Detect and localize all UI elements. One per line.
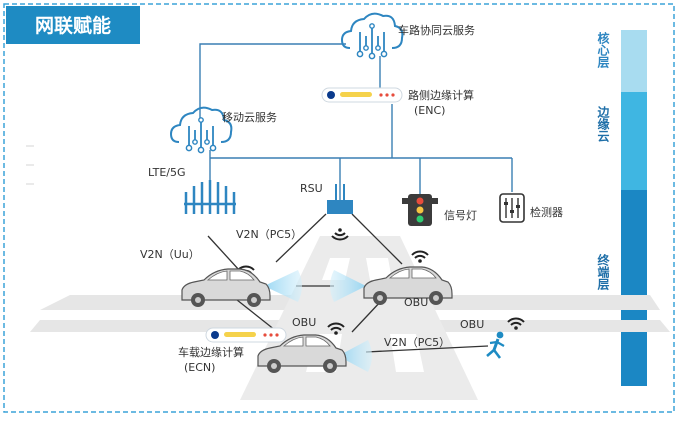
roadside-edge-label: 路侧边缘计算 <box>408 88 474 102</box>
layer-terminal-label: 终端层 <box>596 253 610 291</box>
vehicle-edge-label: 车载边缘计算 <box>178 345 244 359</box>
obu-right-label: OBU <box>404 296 428 309</box>
car-left-beam <box>264 270 302 302</box>
v2x-cloud-label: 车路协同云服务 <box>398 23 475 37</box>
outer-frame <box>3 3 675 413</box>
detector-label: 检测器 <box>530 205 563 219</box>
vehicle-edge-server <box>205 327 287 343</box>
rsu-label: RSU <box>300 182 323 195</box>
road <box>30 236 670 400</box>
layer-edge-block <box>621 92 647 190</box>
layer-edge-label: 边缘云 <box>596 105 610 143</box>
v2n-pc5-bottom-label: V2N（PC5） <box>384 336 450 349</box>
vehicle-edge-abbr: (ECN) <box>184 361 215 374</box>
obu-pedestrian-label: OBU <box>460 318 484 331</box>
rsu-icon <box>327 184 353 214</box>
layer-core-block <box>621 30 647 92</box>
traffic-light-label: 信号灯 <box>444 209 477 222</box>
car-right-signal-icon <box>411 250 429 264</box>
title-tab: 网联赋能 <box>6 6 140 44</box>
car-right-beam <box>330 270 366 302</box>
layer-core-label: 核心层 <box>596 31 610 69</box>
traffic-light-icon <box>402 194 438 226</box>
layer-bar: 核心层 边缘云 终端层 <box>596 30 647 386</box>
layer-terminal-block <box>621 190 647 386</box>
obu-middle-label: OBU <box>292 316 316 329</box>
lte5g-label: LTE/5G <box>148 166 186 179</box>
detector-icon <box>499 193 525 223</box>
page-title: 网联赋能 <box>35 14 111 37</box>
v2n-uu-label: V2N（Uu） <box>140 248 200 261</box>
roadside-edge-server <box>321 87 403 103</box>
car-bottom-beam <box>338 340 372 372</box>
mobile-cloud-label: 移动云服务 <box>222 111 277 124</box>
pedestrian-icon <box>486 331 505 359</box>
side-ticks <box>26 145 34 185</box>
roadside-edge-abbr: (ENC) <box>414 104 445 117</box>
antenna-icon <box>184 180 236 214</box>
v2x-cloud-icon <box>341 12 404 60</box>
network-lines <box>199 43 513 200</box>
v2n-pc5-top-label: V2N（PC5） <box>236 228 302 241</box>
